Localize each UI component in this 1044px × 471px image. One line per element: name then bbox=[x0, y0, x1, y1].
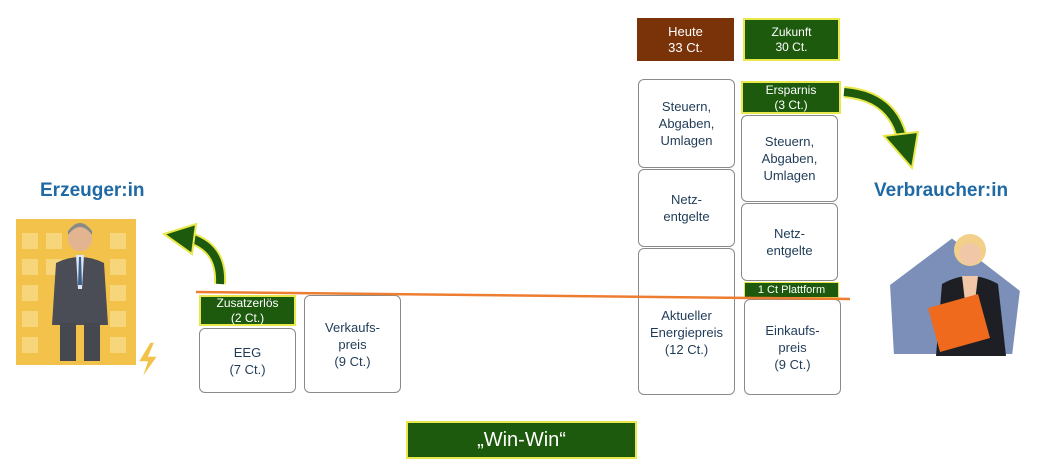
zusatzerloes-box: Zusatzerlös (2 Ct.) bbox=[199, 295, 296, 326]
zukunft-steuern-box: Steuern, Abgaben, Umlagen bbox=[741, 115, 838, 202]
zukunft-netz-box: Netz- entgelte bbox=[741, 203, 838, 281]
heute-steuern-box: Steuern, Abgaben, Umlagen bbox=[638, 79, 735, 168]
curved-arrow-up-icon bbox=[160, 218, 240, 288]
producer-label: Erzeuger:in bbox=[40, 180, 145, 201]
eeg-box: EEG (7 Ct.) bbox=[199, 328, 296, 393]
lightning-icon bbox=[132, 340, 162, 382]
zukunft-header: Zukunft 30 Ct. bbox=[743, 18, 840, 61]
plattform-box: 1 Ct Plattform bbox=[744, 282, 839, 298]
heute-energie-box: Aktueller Energiepreis (12 Ct.) bbox=[638, 248, 735, 395]
heute-netz-box: Netz- entgelte bbox=[638, 169, 735, 247]
verkaufspreis-box: Verkaufs- preis (9 Ct.) bbox=[304, 295, 401, 393]
heute-energie-label: Aktueller Energiepreis (12 Ct.) bbox=[650, 308, 723, 357]
ersparnis-box: Ersparnis (3 Ct.) bbox=[741, 81, 841, 114]
producer-illustration bbox=[0, 205, 160, 385]
einkaufspreis-box: Einkaufs- preis (9 Ct.) bbox=[744, 299, 841, 395]
consumer-label: Verbraucher:in bbox=[874, 180, 1009, 201]
win-win-banner: „Win-Win“ bbox=[406, 421, 637, 459]
curved-arrow-down-icon bbox=[840, 84, 930, 174]
consumer-illustration bbox=[882, 220, 1032, 370]
heute-header: Heute 33 Ct. bbox=[637, 18, 734, 61]
